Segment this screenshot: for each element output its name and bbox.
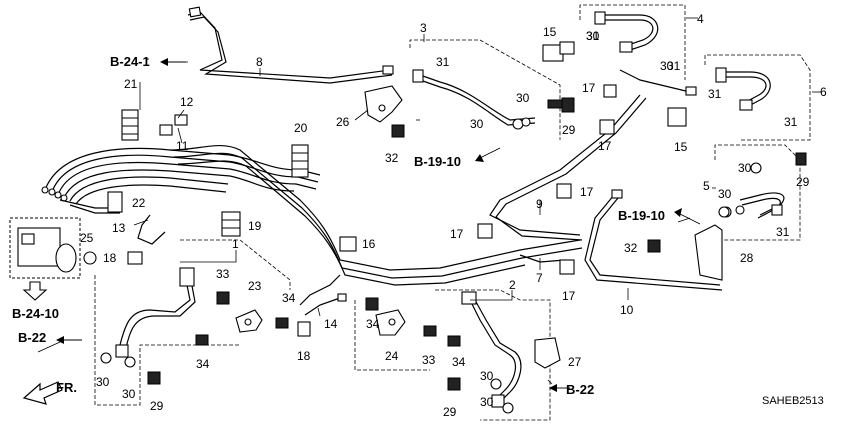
callout-34-a: 34 bbox=[282, 291, 296, 305]
callout-34-c: 34 bbox=[366, 317, 380, 331]
callout-16: 16 bbox=[362, 237, 376, 251]
callout-31-f: 31 bbox=[776, 225, 790, 239]
callout-30-c: 30 bbox=[738, 161, 752, 175]
callout-17-d: 17 bbox=[450, 227, 464, 241]
callout-11: 11 bbox=[176, 139, 189, 153]
callout-30-j: 30 bbox=[660, 59, 674, 73]
callout-31-d: 31 bbox=[708, 87, 722, 101]
hose-6-group bbox=[704, 54, 811, 141]
diagram-code: SAHEB2513 bbox=[762, 395, 824, 407]
callout-33-a: 33 bbox=[216, 267, 230, 281]
callout-31-a: 31 bbox=[436, 55, 450, 69]
callout-9: 9 bbox=[536, 197, 543, 211]
callout-18-b: 18 bbox=[297, 349, 311, 363]
callout-28: 28 bbox=[740, 251, 754, 265]
pipe-14 bbox=[304, 293, 347, 316]
callout-12: 12 bbox=[180, 95, 194, 109]
callout-32-b: 32 bbox=[624, 241, 638, 255]
callout-2: 2 bbox=[509, 278, 516, 292]
hose-2-group bbox=[354, 289, 561, 421]
front-arrow: FR. bbox=[22, 380, 77, 405]
callout-24: 24 bbox=[385, 349, 399, 363]
hose-5-group bbox=[694, 144, 801, 281]
callout-18-a: 18 bbox=[103, 251, 117, 265]
callout-8: 8 bbox=[256, 55, 263, 69]
callout-29-c: 29 bbox=[150, 399, 164, 413]
callout-31-c: 31 bbox=[667, 59, 681, 73]
main-pipe-bundle bbox=[41, 144, 583, 286]
callout-29-d: 29 bbox=[443, 405, 457, 419]
hose-4-group bbox=[542, 4, 686, 80]
callout-32-a: 32 bbox=[385, 151, 399, 165]
ref-b19-10-b: B-19-10 bbox=[618, 208, 665, 223]
callout-33-b: 33 bbox=[422, 353, 436, 367]
callout-14: 14 bbox=[324, 317, 338, 331]
callout-15-top: 15 bbox=[543, 25, 557, 39]
callout-34-d: 34 bbox=[452, 355, 466, 369]
callout-7: 7 bbox=[536, 271, 543, 285]
callout-20: 20 bbox=[294, 121, 308, 135]
callout-26: 26 bbox=[336, 115, 350, 129]
callout-30-i: 30 bbox=[586, 29, 600, 43]
callout-3: 3 bbox=[420, 21, 427, 35]
pipe-10 bbox=[584, 189, 723, 291]
callout-29-b: 29 bbox=[796, 175, 810, 189]
callout-34-b: 34 bbox=[196, 357, 210, 371]
callout-17-a: 17 bbox=[582, 81, 596, 95]
callout-5: 5 bbox=[703, 179, 710, 193]
reference-arrows bbox=[56, 58, 701, 392]
callout-17-e: 17 bbox=[562, 289, 576, 303]
callout-31-b: 31 bbox=[586, 29, 600, 43]
callout-30-g: 30 bbox=[480, 369, 494, 383]
callout-30-e: 30 bbox=[96, 375, 110, 389]
callout-30-b: 30 bbox=[470, 117, 484, 131]
callout-27: 27 bbox=[568, 355, 582, 369]
callout-22: 22 bbox=[132, 196, 146, 210]
callout-30-h: 30 bbox=[480, 395, 494, 409]
callout-30-d: 30 bbox=[718, 187, 732, 201]
modulator-unit bbox=[9, 217, 81, 301]
callout-10: 10 bbox=[620, 303, 634, 317]
reference-labels: B-24-1 B-24-10 B-19-10 B-19-10 B-22 B-22 bbox=[12, 54, 665, 397]
ref-b19-10-a: B-19-10 bbox=[414, 154, 461, 169]
callout-13: 13 bbox=[112, 221, 126, 235]
callout-30-f: 30 bbox=[122, 387, 136, 401]
pipe-8 bbox=[187, 6, 394, 84]
ref-b24-1: B-24-1 bbox=[110, 54, 150, 69]
clips bbox=[83, 84, 807, 414]
ref-b22-a: B-22 bbox=[18, 330, 46, 345]
callout-25: 25 bbox=[80, 231, 94, 245]
callout-15-lower: 15 bbox=[674, 140, 688, 154]
callout-numbers: 1 2 3 4 5 6 7 8 9 10 11 12 13 14 15 15 1… bbox=[80, 12, 827, 419]
ref-b22-b: B-22 bbox=[566, 382, 594, 397]
callout-30-a: 30 bbox=[516, 91, 530, 105]
hose-1-group bbox=[94, 239, 291, 406]
front-marker-label: FR. bbox=[56, 380, 77, 395]
ref-b24-10: B-24-10 bbox=[12, 306, 59, 321]
callout-19: 19 bbox=[248, 219, 262, 233]
callout-17-c: 17 bbox=[580, 185, 594, 199]
callout-17-b: 17 bbox=[598, 139, 612, 153]
callout-21: 21 bbox=[124, 77, 138, 91]
callout-31-e: 31 bbox=[784, 115, 798, 129]
callout-1: 1 bbox=[232, 237, 239, 251]
callout-23: 23 bbox=[248, 279, 262, 293]
callout-4: 4 bbox=[697, 12, 704, 26]
callout-6: 6 bbox=[820, 85, 827, 99]
callout-29-a: 29 bbox=[562, 123, 576, 137]
